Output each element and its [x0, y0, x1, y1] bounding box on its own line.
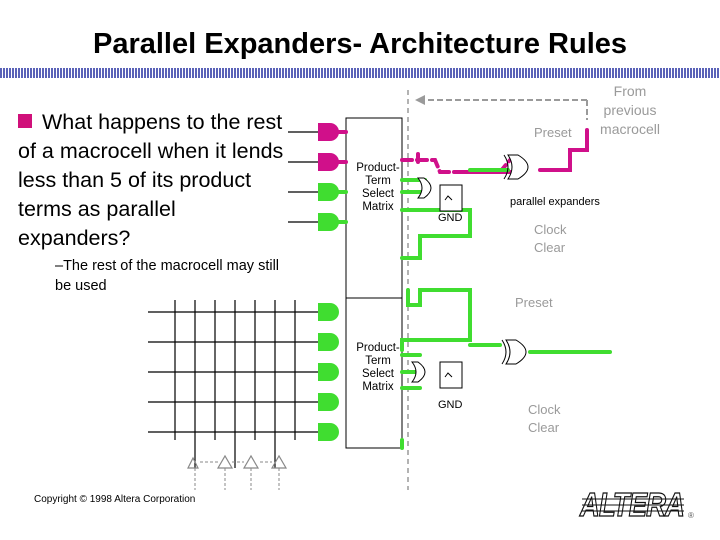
clear-top-label: Clear [534, 240, 566, 255]
clock-bottom-label: Clock [528, 402, 561, 417]
expander-link [400, 288, 472, 352]
top-and-gates [318, 123, 339, 231]
altera-logo-icon: ALTERA [579, 485, 686, 523]
trademark-symbol: ® [688, 511, 694, 520]
mux-icon [439, 184, 463, 212]
buffer-icon [270, 454, 288, 469]
or-gate-icon [416, 177, 432, 199]
or-gate-icon [410, 361, 426, 383]
altera-logo: ALTERA [578, 485, 688, 527]
bottom-macrocell [400, 343, 612, 450]
preset-top-label: Preset [534, 125, 572, 140]
and-gate-icon [318, 423, 339, 441]
svg-text:ALTERA: ALTERA [579, 486, 684, 522]
buffer-icon [216, 454, 234, 469]
bullet-text: What happens to the rest of a macrocell … [18, 110, 284, 250]
and-gate-icon [318, 183, 339, 201]
xor-gate-icon [507, 154, 529, 180]
and-gate-icon [318, 123, 339, 141]
clear-bottom-label: Clear [528, 420, 560, 435]
gnd-bottom-label: GND [438, 399, 463, 411]
bottom-and-gates [318, 303, 339, 441]
parallel-expanders-label: parallel expanders [510, 196, 600, 208]
gnd-top-label: GND [438, 212, 463, 224]
and-gate-icon [318, 303, 339, 321]
and-gate-icon [318, 153, 339, 171]
mux-icon [439, 361, 463, 389]
arrow-left-icon [415, 95, 425, 105]
xor-gate-icon [505, 339, 527, 365]
and-gate-icon [318, 393, 339, 411]
preset-bottom-label: Preset [515, 295, 553, 310]
and-gate-icon [318, 333, 339, 351]
and-gate-icon [318, 363, 339, 381]
bullet-square-icon [18, 114, 32, 128]
previous-macrocell-feedback [422, 99, 588, 120]
copyright-text: Copyright © 1998 Altera Corporation [34, 494, 196, 505]
buffer-icon [187, 456, 199, 469]
pts-matrix-top-box [345, 117, 403, 299]
title-divider [0, 68, 720, 78]
sub-bullet: –The rest of the macrocell may still be … [55, 258, 280, 294]
pts-matrix-bottom-label: Product- Term Select Matrix [356, 342, 400, 393]
top-macrocell [400, 128, 589, 260]
slide-title: Parallel Expanders- Architecture Rules [92, 28, 628, 60]
clock-top-label: Clock [534, 222, 567, 237]
pts-matrix-bottom-box [345, 297, 403, 449]
and-gate-icon [318, 213, 339, 231]
buffer-icon [242, 454, 260, 469]
main-bullet: What happens to the rest of a macrocell … [18, 108, 288, 253]
pts-matrix-top-label: Product- Term Select Matrix [356, 162, 400, 213]
from-previous-macrocell-label: From previous macrocell [600, 83, 660, 137]
input-lines [148, 131, 318, 468]
